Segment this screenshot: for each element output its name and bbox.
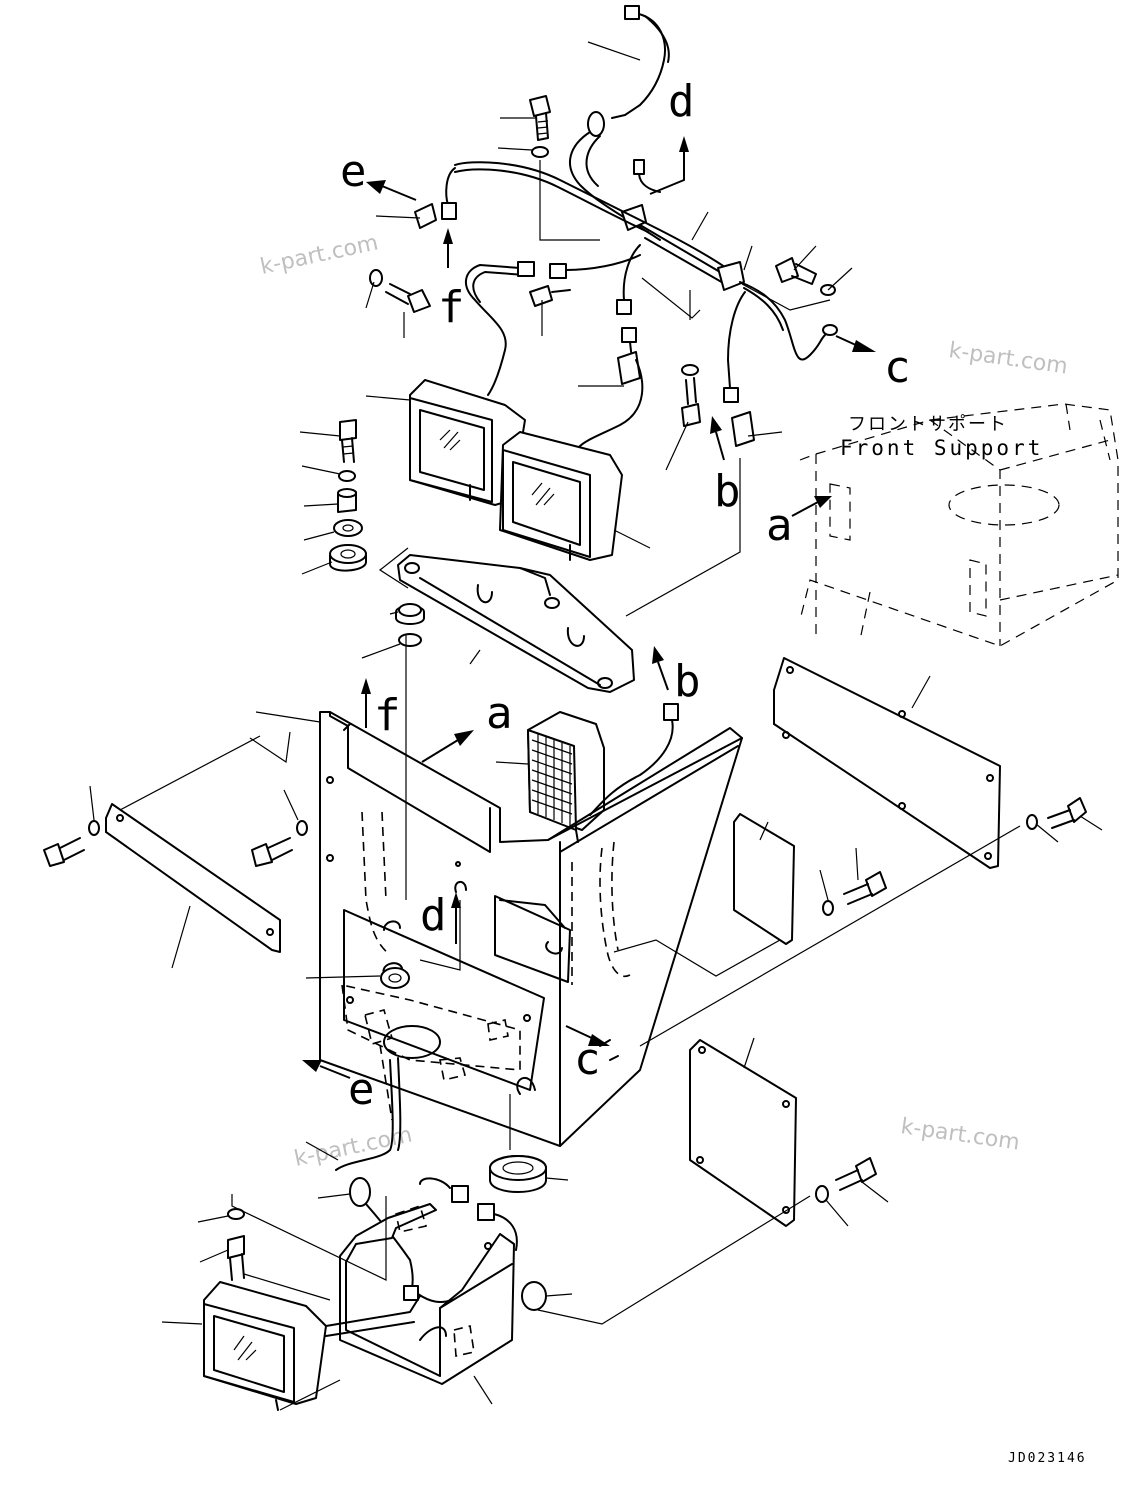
front-support-label-jp: フロントサポート [848,414,1008,435]
watermark-1: k-part.com [258,231,380,280]
callout-e-top: e [340,146,367,197]
front-support: フロントサポート Front Support [799,403,1119,647]
lower-lamp-assembly [203,1057,547,1411]
callout-a-mid: a [486,688,513,739]
twin-headlamps [409,379,623,561]
drawing-code: JD023146 [1008,1451,1087,1466]
callout-f-top: f [438,282,465,333]
watermark-2: k-part.com [947,338,1069,379]
lamp-bracket [397,554,635,693]
front-cover-body [319,711,743,1147]
callout-c-mid: c [574,1034,601,1085]
callout-d-top: d [668,76,695,127]
front-support-label-en: Front Support [840,436,1043,460]
callout-arrows [302,136,876,1079]
horn-grille [531,734,573,826]
callout-a-right: a [766,500,793,551]
callout-c-right: c [884,342,911,393]
leader-lines [89,41,1103,1405]
watermark-4: k-part.com [899,1114,1021,1155]
horn [527,703,679,843]
callout-d-mid: d [420,890,447,941]
callout-b-top: b [714,466,741,517]
callout-e-mid: e [348,1064,375,1115]
left-side-plate [43,803,308,953]
callout-b-mid: b [674,656,701,707]
callout-letters: d e f c b a b f a d c e [340,76,911,1115]
callout-f-mid: f [374,690,401,741]
watermark-3: k-part.com [292,1123,414,1172]
wiring-harness [414,5,826,449]
reference-lines [119,160,1021,1411]
grommet-ring [489,1155,547,1193]
hardware-top [329,95,838,647]
right-plates [689,657,1087,1227]
